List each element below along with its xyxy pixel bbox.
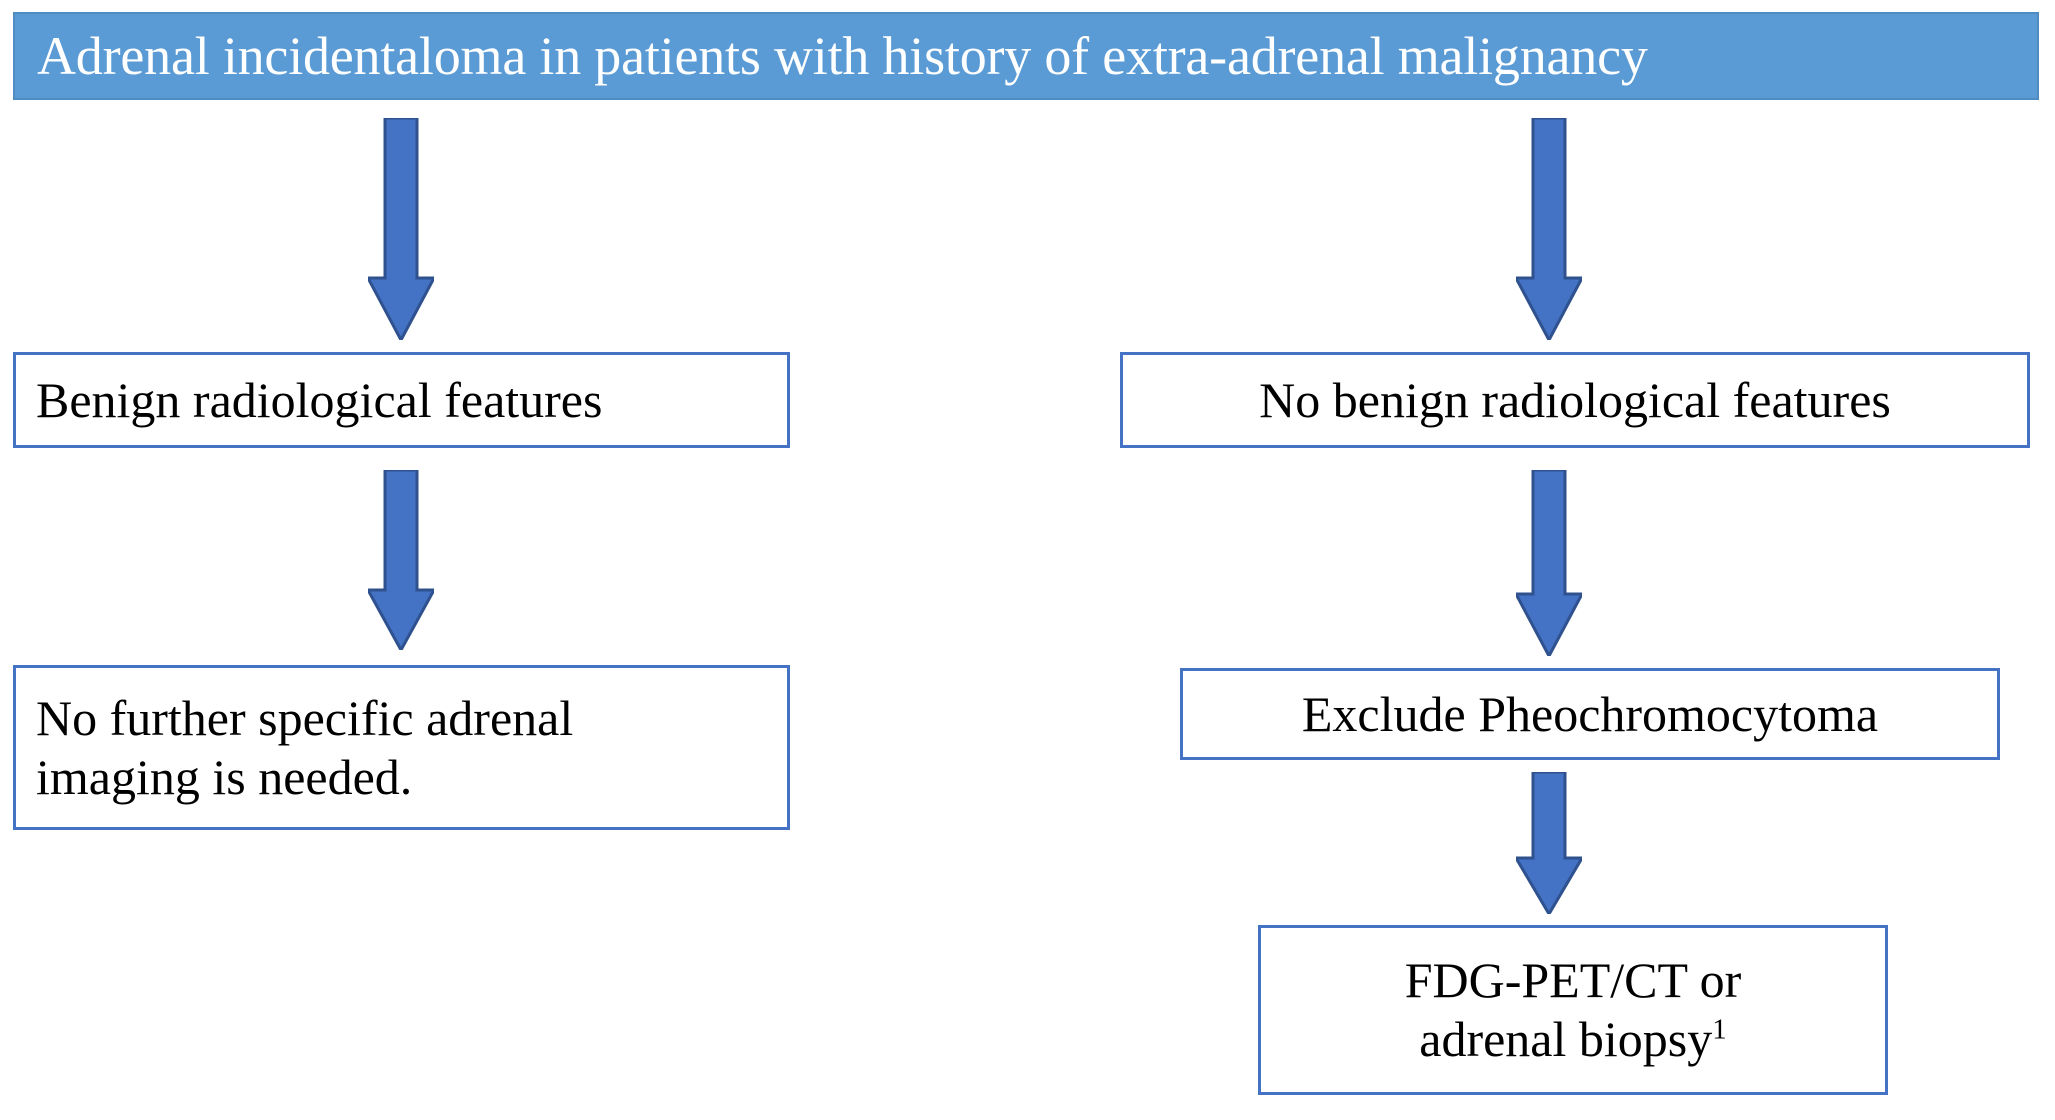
arrow-header-to-no-benign-icon xyxy=(1516,118,1582,340)
node-exclude-pheochromocytoma-label: Exclude Pheochromocytoma xyxy=(1301,685,1879,742)
flowchart-header-box: Adrenal incidentaloma in patients with h… xyxy=(13,12,2039,100)
node-no-benign-radiological-features-label: No benign radiological features xyxy=(1259,371,1891,428)
node-fdg-footnote-marker: 1 xyxy=(1712,1013,1727,1046)
arrow-no-benign-to-exclude-icon xyxy=(1516,470,1582,656)
arrow-header-to-benign-icon xyxy=(368,118,434,340)
node-no-further-imaging-line2: imaging is needed. xyxy=(36,748,413,805)
node-no-further-imaging-line1: No further specific adrenal xyxy=(36,689,574,746)
node-no-benign-radiological-features: No benign radiological features xyxy=(1120,352,2030,448)
node-fdg-line1: FDG-PET/CT or xyxy=(1404,952,1742,1008)
node-benign-radiological-features: Benign radiological features xyxy=(13,352,790,448)
node-fdg-line2: adrenal biopsy xyxy=(1419,1011,1713,1067)
arrow-benign-to-no-further-icon xyxy=(368,470,434,650)
node-benign-radiological-features-label: Benign radiological features xyxy=(36,371,603,428)
page-title: Adrenal incidentaloma in patients with h… xyxy=(37,25,1648,86)
node-exclude-pheochromocytoma: Exclude Pheochromocytoma xyxy=(1180,668,2000,760)
arrow-exclude-to-fdg-icon xyxy=(1516,772,1582,914)
